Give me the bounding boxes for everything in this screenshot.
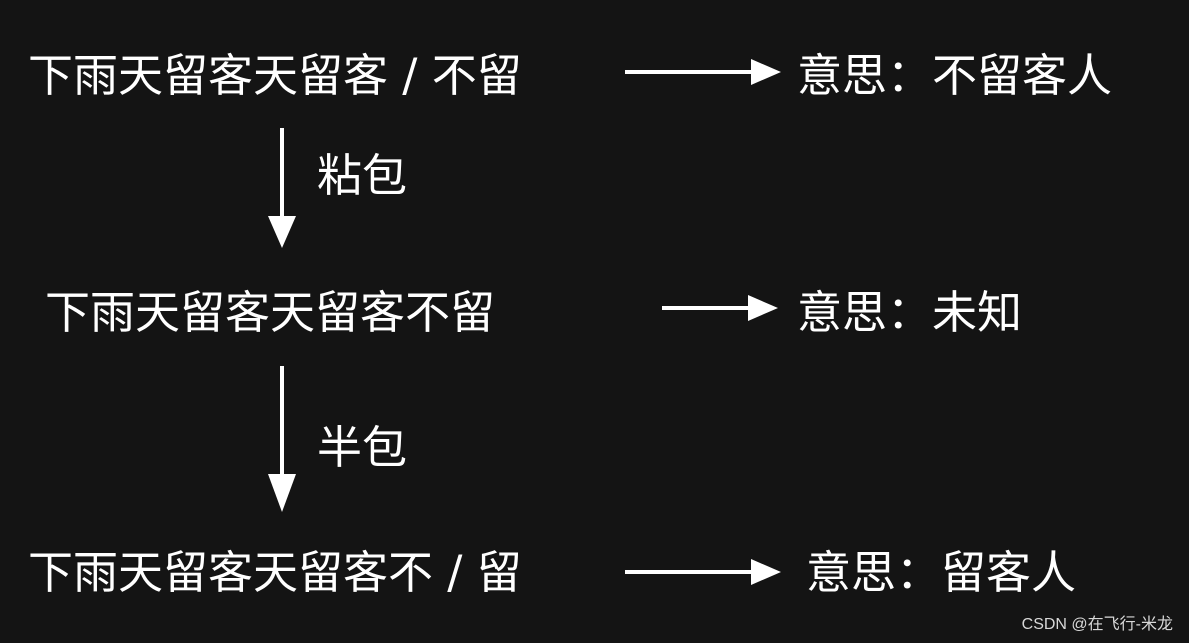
sentence-sticky-packet: 下雨天留客天留客不留 (45, 286, 496, 339)
sentence-half-packet: 下雨天留客天留客不 / 留 (28, 546, 522, 599)
step-label-half-packet: 半包 (317, 421, 408, 474)
down-arrow-icon (268, 366, 296, 512)
right-arrow-icon (625, 59, 781, 85)
step-label-sticky-packet: 粘包 (317, 149, 408, 202)
right-arrow-icon (625, 559, 781, 585)
sentence-original: 下雨天留客天留客 / 不留 (28, 49, 522, 102)
meaning-original: 意思：不留客人 (797, 49, 1113, 102)
meaning-half-packet: 意思：留客人 (806, 546, 1077, 599)
meaning-sticky-packet: 意思：未知 (797, 286, 1023, 339)
down-arrow-icon (268, 128, 296, 248)
right-arrow-icon (662, 295, 778, 321)
watermark: CSDN @在飞行-米龙 (1021, 616, 1173, 633)
